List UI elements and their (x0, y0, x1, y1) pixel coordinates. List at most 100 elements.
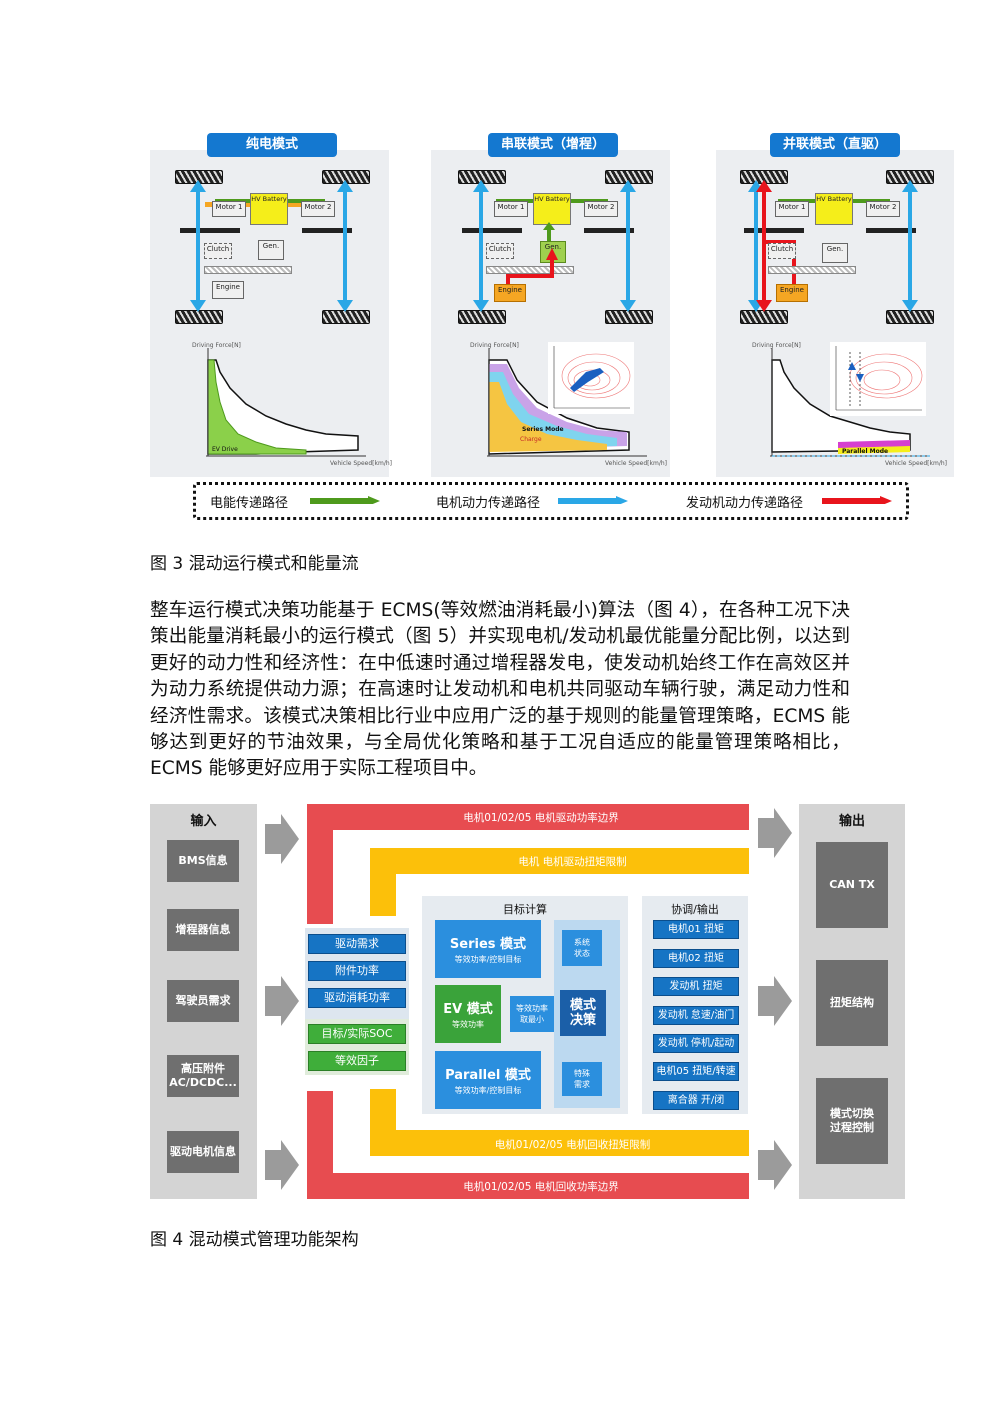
parallel-mode-title: Parallel 模式 (445, 1068, 531, 1083)
coord-motor01-torque: 电机01 扭矩 (653, 920, 739, 939)
chevron-right-icon (758, 808, 792, 858)
chevron-right-icon (265, 814, 299, 864)
coord-engine-start-stop: 发动机 停机/起动 (653, 1034, 739, 1053)
body-paragraph: 整车运行模式决策功能基于 ECMS(等效燃油消耗最小)算法（图 4），在各种工况… (150, 600, 850, 780)
band-top-red (307, 804, 749, 830)
left-drive-consumption: 驱动消耗功率 (308, 988, 406, 1008)
efficiency-map-inset (548, 342, 634, 414)
blue-arrow-left (473, 180, 489, 312)
left-equiv-factor: 等效因子 (308, 1051, 406, 1071)
legend-electric-label: 电能传递路径 (210, 496, 289, 511)
coord-motor02-torque: 电机02 扭矩 (653, 949, 739, 968)
tire-icon (740, 310, 788, 324)
clutch-box: Clutch (486, 243, 514, 259)
band-bottom-yellow-leg (370, 1089, 396, 1156)
chevron-right-icon (758, 976, 792, 1026)
clutch-box: Clutch (204, 243, 232, 259)
tire-icon (458, 310, 506, 324)
chart-xlabel: Vehicle Speed[km/h] (885, 460, 947, 467)
chevron-right-icon (265, 1140, 299, 1190)
blue-arrow-left (748, 180, 764, 312)
blue-arrow-right (902, 180, 918, 312)
output-torque-structure: 扭矩结构 (816, 960, 888, 1046)
figure-4: 输入 BMS信息 增程器信息 驾驶员需求 高压附件 AC/DCDC... 驱动电… (150, 804, 905, 1199)
engine-box: Engine (776, 284, 808, 302)
chart-ylabel: Driving Force[N] (192, 342, 241, 349)
engine-box: Engine (212, 281, 244, 299)
target-calc-title: 目标计算 (503, 903, 547, 916)
coord-title: 协调/输出 (671, 903, 719, 916)
engine-box: Engine (494, 284, 526, 302)
battery-box: HV Battery (250, 193, 288, 225)
mode-title-parallel: 并联模式（直驱） (770, 133, 900, 157)
motor2-box: Motor 2 (584, 201, 618, 217)
blue-arrow-icon (558, 496, 628, 504)
gearbox (768, 266, 856, 274)
legend-box (193, 482, 909, 520)
band-top-red-label: 电机01/02/05 电机驱动功率边界 (463, 812, 619, 824)
band-top-yellow (370, 848, 749, 874)
motor1-box: Motor 1 (775, 201, 809, 217)
parallel-mode-sub: 等效功率/控制目标 (454, 1086, 522, 1095)
sys-state-label: 系统 状态 (574, 938, 590, 958)
input-range-extender: 增程器信息 (167, 909, 239, 951)
parallel-mode-block: Parallel 模式 等效功率/控制目标 (435, 1051, 541, 1109)
output-mode-switch: 模式切换 过程控制 (816, 1078, 888, 1164)
series-mode-sub: 等效功率/控制目标 (454, 955, 522, 964)
tire-icon (605, 310, 653, 324)
chart-ylabel: Driving Force[N] (752, 342, 801, 349)
motor1-box: Motor 1 (212, 201, 246, 217)
series-mode-chart (487, 348, 647, 457)
band-bottom-red-leg (307, 1091, 333, 1199)
input-drive-motor: 驱动电机信息 (167, 1131, 239, 1173)
band-top-yellow-label: 电机 电机驱动扭矩限制 (518, 856, 627, 868)
mode-title-series: 串联模式（增程） (488, 133, 618, 157)
axle (584, 228, 634, 233)
chart-xlabel: Vehicle Speed[km/h] (330, 460, 392, 467)
clutch-box: Clutch (768, 243, 796, 259)
band-bottom-yellow-label: 电机01/02/05 电机回收扭矩限制 (494, 1139, 651, 1151)
green-arrow-gen (543, 222, 555, 244)
parallel-mode-chart (770, 348, 930, 457)
gearbox (204, 266, 292, 274)
battery-box: HV Battery (815, 193, 853, 225)
blue-arrow-left (190, 180, 206, 312)
band-top-yellow-leg (370, 848, 396, 916)
chevron-right-icon (758, 1140, 792, 1190)
mode-decision-label: 模式 决策 (569, 998, 596, 1028)
output-can-tx: CAN TX (816, 842, 888, 928)
coord-motor05-torque-speed: 电机05 扭矩/转速 (653, 1062, 739, 1081)
legend-engine-label: 发动机动力传递路径 (686, 496, 804, 511)
motor1-box: Motor 1 (494, 201, 528, 217)
output-title: 输出 (838, 814, 865, 829)
equiv-min-label: 等效功率 取最小 (516, 1004, 548, 1024)
red-arrow-icon (822, 496, 892, 504)
red-arrow-engine (506, 248, 558, 290)
axle (866, 228, 916, 233)
input-driver-demand: 驾驶员需求 (167, 980, 239, 1022)
input-bms: BMS信息 (167, 840, 239, 882)
motor2-box: Motor 2 (301, 201, 335, 217)
left-target-soc: 目标/实际SOC (308, 1024, 406, 1044)
chart-region-label: Series Mode (522, 426, 564, 433)
series-mode-block: Series 模式 等效功率/控制目标 (435, 920, 541, 978)
axle (462, 228, 522, 233)
chart-region-label: Parallel Mode (842, 448, 889, 455)
red-path-engine (764, 240, 796, 290)
gen-box: Gen. (258, 240, 284, 260)
tire-icon (322, 310, 370, 324)
tire-icon (886, 310, 934, 324)
blue-arrow-right (620, 180, 636, 312)
chart-region-label-charge: Charge (520, 436, 542, 443)
chevron-right-icon (265, 976, 299, 1026)
input-title: 输入 (190, 814, 217, 829)
efficiency-map-inset (830, 342, 926, 416)
red-arrow-engine (756, 180, 772, 312)
chart-region-label: EV Drive (212, 446, 238, 453)
legend-motor-label: 电机动力传递路径 (436, 496, 541, 511)
mode-title-ev: 纯电模式 (207, 133, 337, 157)
ev-mode-title: EV 模式 (443, 1002, 493, 1017)
ev-mode-block: EV 模式 等效功率 (435, 985, 501, 1043)
figure-3-caption: 图 3 混动运行模式和能量流 (150, 554, 359, 574)
left-drive-demand: 驱动需求 (308, 934, 406, 954)
